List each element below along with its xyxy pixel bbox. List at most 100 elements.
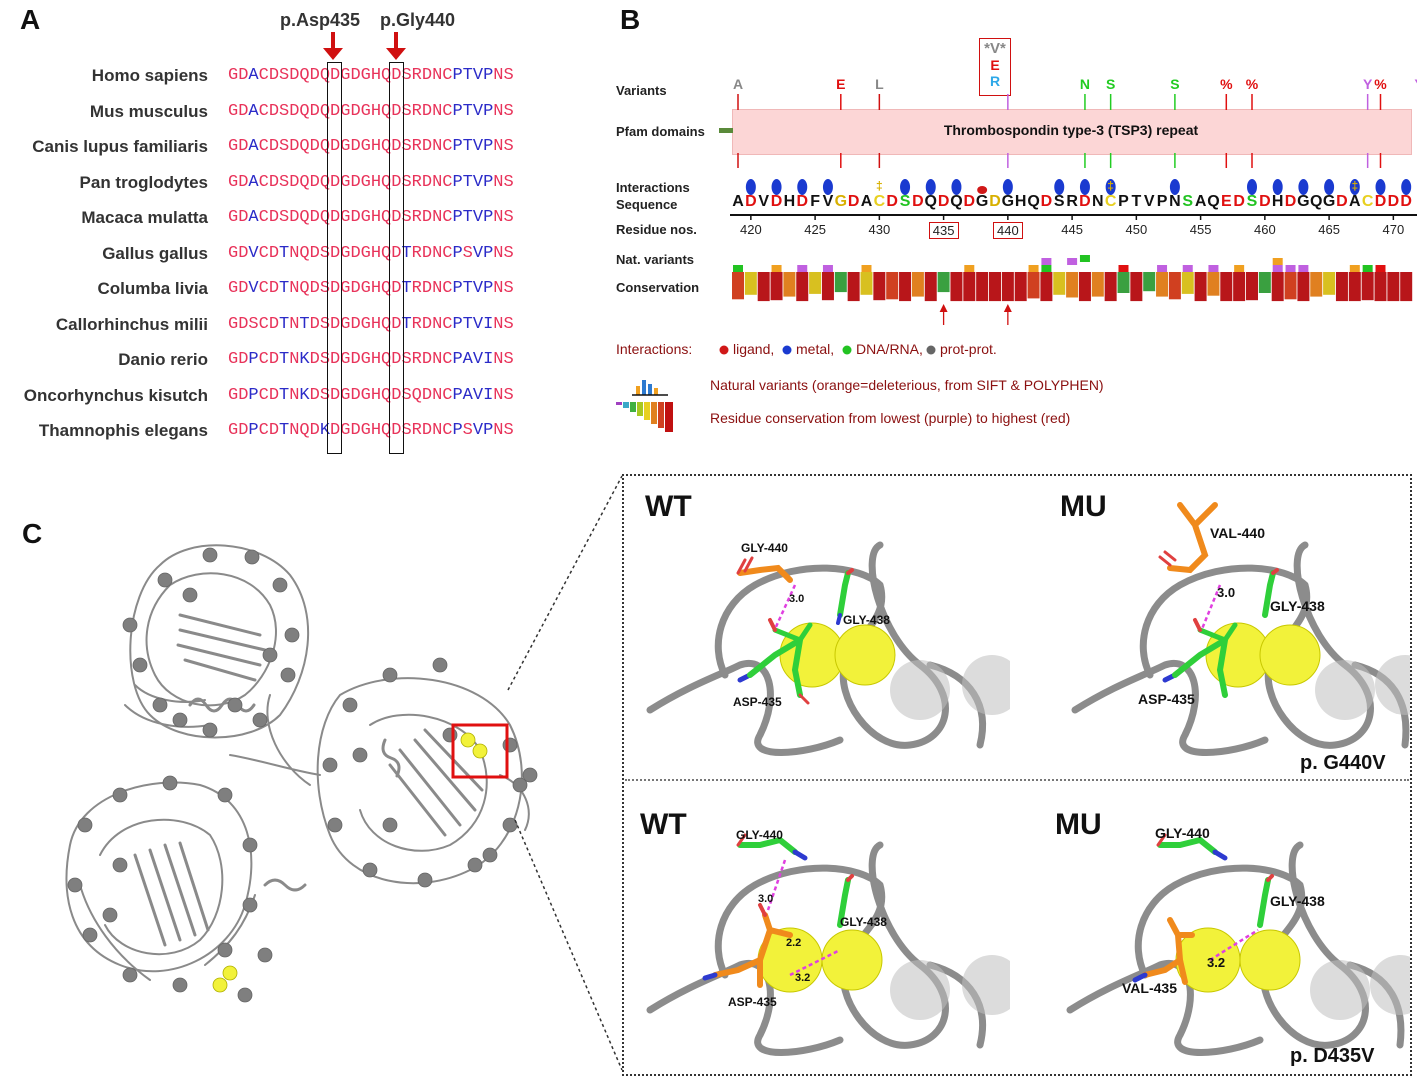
legend-dot-dna (842, 345, 852, 355)
struct2-label-gly438: GLY-438 (1270, 598, 1325, 614)
species-name: Homo sapiens (91, 66, 208, 85)
interaction-metal-mark (1079, 179, 1090, 195)
struct4-label-gly438: GLY-438 (1270, 893, 1325, 909)
struct1-title: WT (645, 490, 692, 523)
conservation-bar (1258, 272, 1271, 293)
pfam-domain-bar (732, 109, 1412, 155)
interaction-metal-mark (771, 179, 782, 195)
natural-variant-mark (1272, 265, 1283, 272)
interaction-metal-mark (900, 179, 911, 195)
legend-dot-ligand (719, 345, 729, 355)
conservation-bar (860, 272, 873, 295)
struct4-mutation: p. D435V (1290, 1045, 1375, 1067)
struct4-title: MU (1055, 808, 1102, 841)
legend-dot-metal (782, 345, 792, 355)
interaction-metal-mark (797, 179, 808, 195)
variant-box-e: E (990, 57, 1000, 73)
zoom-frame-divider (625, 779, 1409, 781)
interaction-metal-mark (1105, 179, 1116, 195)
interaction-metal-mark (745, 179, 756, 195)
natural-variant-mark (1028, 265, 1039, 272)
natural-variant-mark (1272, 258, 1283, 265)
legend-conservation: Residue conservation from lowest (purple… (710, 410, 1071, 426)
legend-interactions-label: Interactions: (616, 341, 693, 357)
struct1-label-gly440: GLY-440 (741, 541, 788, 555)
struct1-label-gly438: GLY-438 (843, 613, 890, 627)
sequence-track-graphics: ‡ ‡ ‡ (730, 94, 1417, 325)
conservation-bar (1027, 272, 1040, 299)
interaction-metal-mark (951, 179, 962, 195)
struct3-title: WT (640, 808, 687, 841)
natural-variant-mark (797, 265, 808, 272)
conservation-bar (821, 272, 834, 301)
interaction-metal-mark (1247, 179, 1257, 195)
species-name: Oncorhynchus kisutch (23, 385, 208, 405)
conservation-bar (744, 272, 757, 295)
conservation-bar (1207, 272, 1220, 296)
conservation-bar (899, 272, 912, 302)
position-arrow (1003, 304, 1012, 312)
interaction-disulfide-mark: ‡ (1107, 179, 1114, 193)
row-label-residue-nos: Residue nos. (616, 222, 697, 237)
conservation-bar (1361, 272, 1374, 301)
conservation-bar (1374, 272, 1387, 302)
natural-variant-mark (1234, 265, 1245, 272)
row-label-variants: Variants (616, 83, 667, 98)
row-label-sequence: Sequence (616, 197, 678, 212)
conservation-bar (1001, 272, 1014, 302)
conservation-bar (1156, 272, 1169, 297)
natural-variant-mark (1118, 265, 1129, 272)
natural-variant-mark (964, 265, 975, 272)
struct2-label-asp435: ASP-435 (1138, 691, 1195, 707)
conservation-bar (1271, 272, 1284, 302)
interaction-metal-mark (1169, 179, 1180, 195)
conservation-bar (1284, 272, 1297, 300)
arrow-asp435 (323, 32, 343, 60)
conservation-bar (1181, 272, 1194, 294)
panel-c-letter: C (22, 518, 43, 549)
legend-dna: DNA/RNA, (856, 341, 923, 357)
interaction-disulfide-mark: ‡ (876, 179, 883, 193)
mutation-label-asp435: p.Asp435 (280, 10, 361, 30)
alignment-sequence: GDSCDTNTDSDGDGHQDTRDNCPTVINS (228, 314, 514, 334)
interaction-disulfide-mark: ‡ (1351, 179, 1358, 193)
zoom-connectors (507, 475, 623, 1071)
natural-variant-mark (1349, 265, 1360, 272)
alignment-sequence: GDVCDTNQDSDGDGHQDTRDNCPTVPNS (228, 279, 514, 298)
alignment-sequence: GDACDSDQDQDGDGHQDSRDNCPTVPNS (228, 137, 514, 156)
interaction-ligand-mark (977, 186, 988, 194)
natural-variant-mark (1298, 265, 1309, 272)
panel-b-letter: B (620, 4, 641, 35)
species-name: Callorhinchus milii (55, 314, 208, 334)
interaction-metal-mark (822, 179, 833, 195)
natural-variant-mark (1208, 265, 1219, 272)
conservation-bar (1014, 272, 1027, 302)
legend-conservation-icon (616, 402, 673, 432)
interaction-metal-mark (925, 179, 936, 195)
zoom-frame (622, 474, 1412, 1076)
conservation-bar (1130, 272, 1143, 302)
natural-variant-mark (1182, 265, 1193, 272)
conservation-bar (1078, 272, 1091, 302)
row-label-pfam: Pfam domains (616, 124, 705, 139)
conservation-bar (1220, 272, 1233, 302)
conservation-bar (1143, 272, 1156, 292)
conservation-bar (989, 272, 1001, 302)
conservation-bar (950, 272, 963, 302)
struct3-label-asp435: ASP-435 (728, 995, 777, 1009)
conservation-bar (757, 272, 770, 302)
conservation-bar (783, 272, 796, 297)
struct3-label-gly438: GLY-438 (840, 915, 887, 929)
conservation-bar (796, 272, 809, 302)
alignment-sequence: GDPCDTNQDKDGDGHQDSRDNCPSVPNS (228, 421, 514, 440)
conservation-bar (809, 272, 822, 294)
conservation-bar (1310, 272, 1323, 297)
conservation-bar (1335, 272, 1348, 302)
conservation-bar (1233, 272, 1246, 302)
conservation-bar (1323, 272, 1336, 295)
protein-overview-structure (65, 544, 538, 1003)
natural-variant-mark (1362, 265, 1373, 272)
natural-variant-mark (733, 265, 743, 272)
